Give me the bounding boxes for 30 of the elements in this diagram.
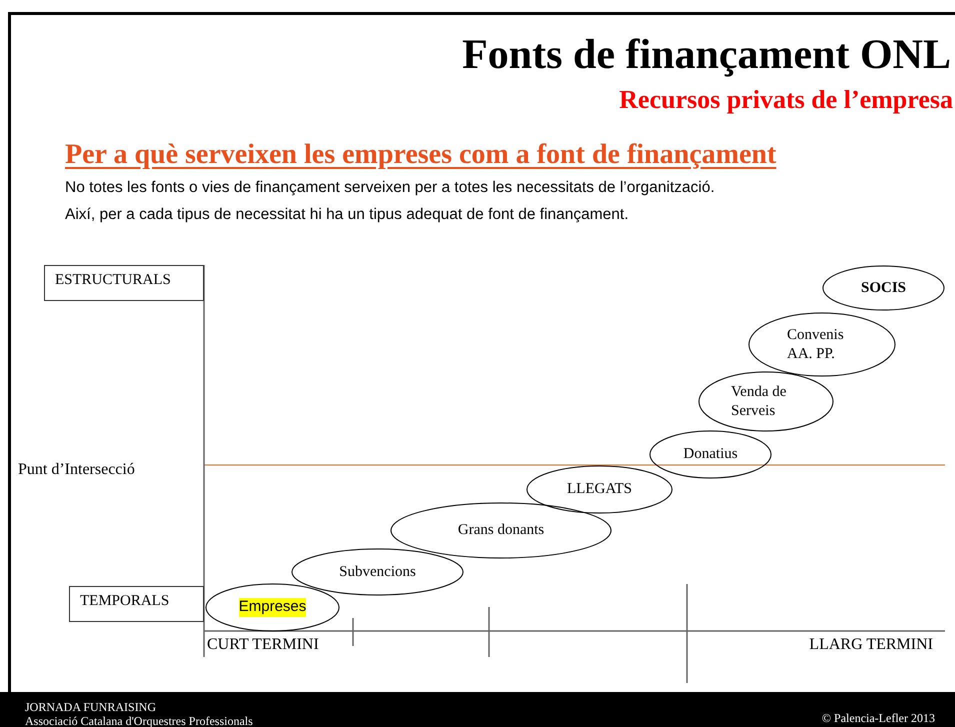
funding-source-ellipse bbox=[822, 265, 945, 311]
axis-label: CURT TERMINI bbox=[207, 636, 319, 653]
node-label: Donatius bbox=[683, 445, 738, 464]
node-label: ESTRUCTURALS bbox=[55, 271, 171, 290]
title: Fonts de finançament ONL bbox=[462, 32, 951, 78]
paragraph-text: No totes les fonts o vies de finançament serveixen per a totes les necessitats de l’organització. bbox=[65, 179, 715, 196]
node-label: Convenis AA. PP. bbox=[787, 326, 845, 364]
funding-source-ellipse bbox=[698, 371, 834, 432]
paragraph-text: Així, per a cada tipus de necessitat hi ha un tipus adequat de font de finançament. bbox=[65, 206, 629, 223]
subtitle: Recursos privats de l’empresa bbox=[619, 85, 954, 114]
section-heading: Per a què serveixen les empreses com a font de finançament bbox=[65, 139, 776, 170]
footer-text: © Palencia-Lefler 2013 bbox=[822, 711, 936, 725]
category-box bbox=[44, 265, 204, 301]
node-label: LLEGATS bbox=[567, 480, 632, 499]
funding-source-ellipse bbox=[390, 502, 612, 559]
funding-source-ellipse bbox=[649, 430, 772, 479]
node-label: TEMPORALS bbox=[80, 592, 170, 611]
axis-label: Punt d’Intersecció bbox=[18, 461, 135, 478]
funding-source-ellipse bbox=[205, 583, 340, 632]
axis-label: LLARG TERMINI bbox=[809, 636, 934, 653]
node-label: SOCIS bbox=[860, 278, 906, 298]
footer-text: JORNADA FUNRAISING bbox=[25, 700, 156, 714]
node-label: Venda de Serveis bbox=[731, 382, 788, 420]
node-label: Grans donants bbox=[458, 521, 544, 540]
funding-source-ellipse bbox=[526, 465, 673, 514]
node-label: Empreses bbox=[238, 598, 306, 617]
funding-source-ellipse bbox=[748, 312, 896, 377]
funding-source-ellipse bbox=[291, 548, 464, 596]
node-label: Subvencions bbox=[339, 562, 416, 582]
category-box bbox=[69, 586, 204, 622]
